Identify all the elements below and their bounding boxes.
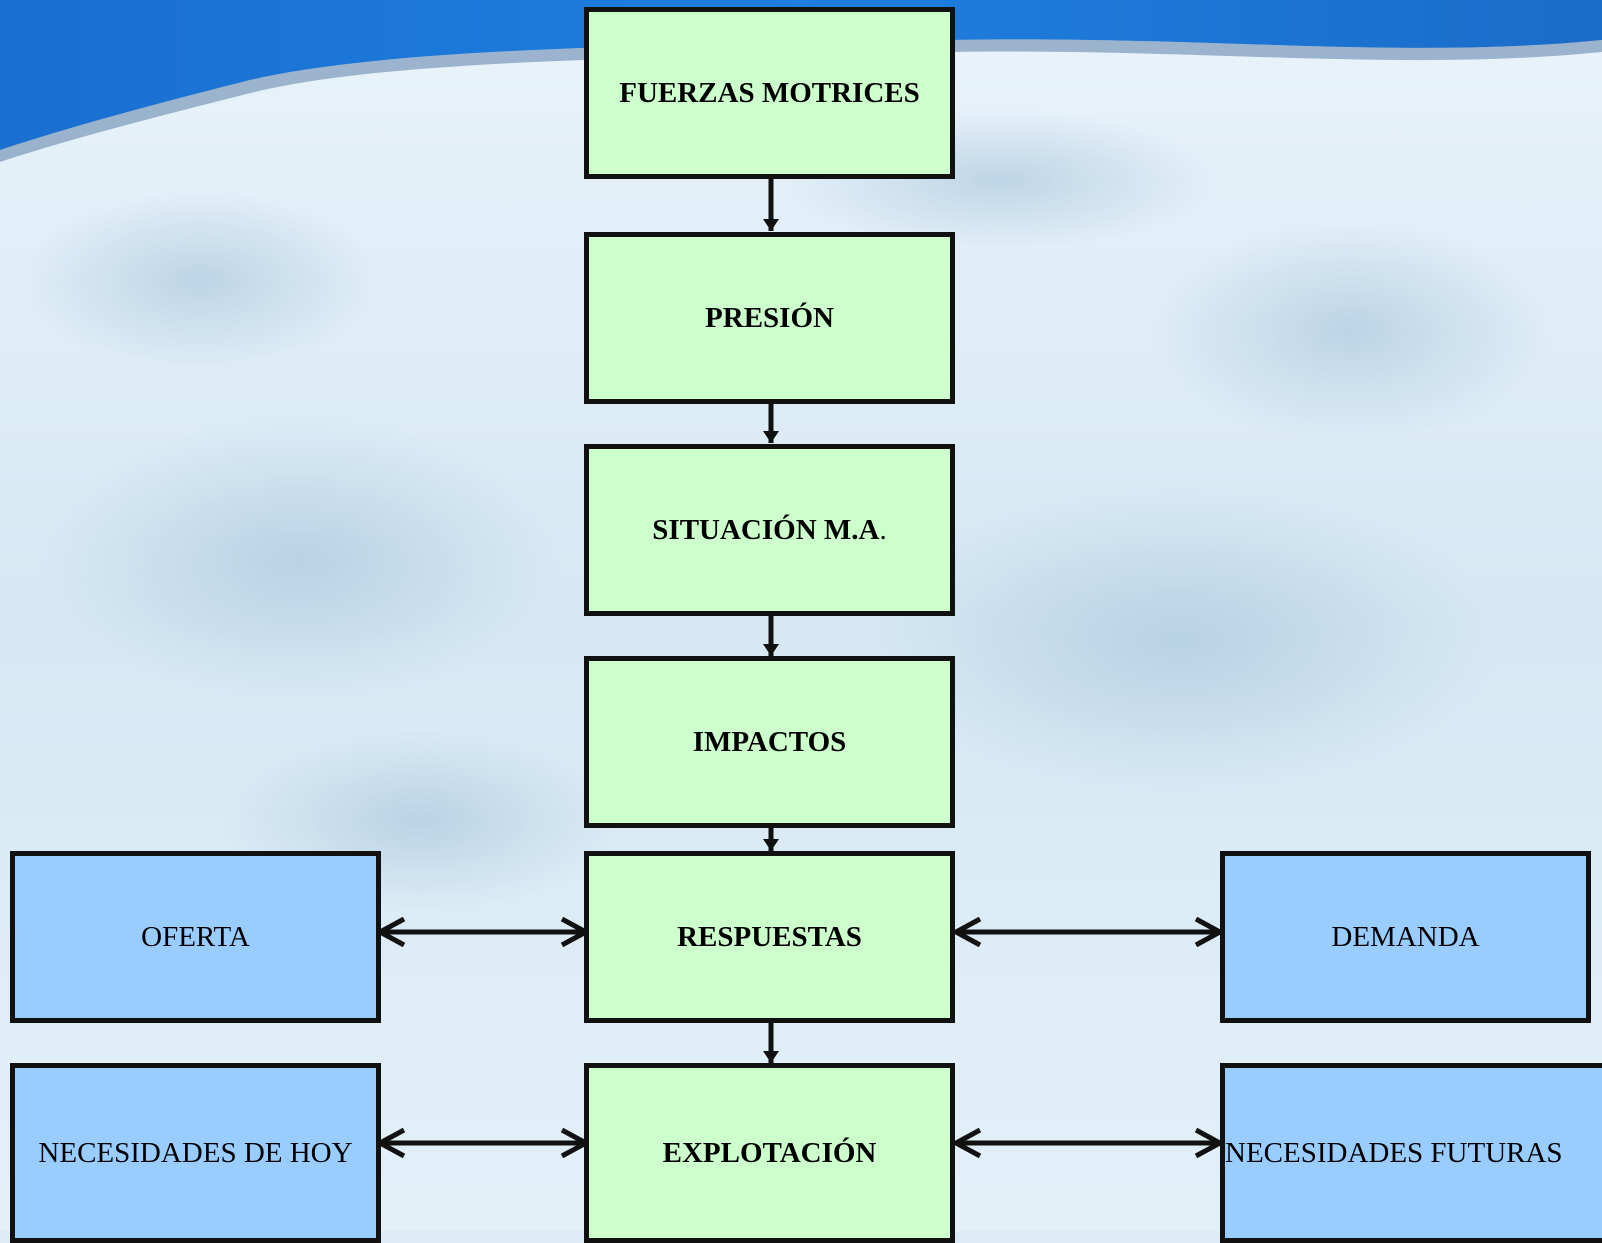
node-respuestas: RESPUESTAS [584, 851, 955, 1023]
node-impactos: IMPACTOS [584, 656, 955, 828]
node-label: NECESIDADES FUTURAS [1225, 1136, 1563, 1169]
node-label: PRESIÓN [705, 301, 834, 334]
node-label: EXPLOTACIÓN [662, 1136, 877, 1169]
node-label: FUERZAS MOTRICES [619, 76, 920, 109]
node-demanda: DEMANDA [1220, 851, 1591, 1023]
node-label: OFERTA [141, 920, 250, 953]
node-fuerzas-motrices: FUERZAS MOTRICES [584, 7, 955, 179]
node-label: DEMANDA [1331, 920, 1480, 953]
node-explotacion: EXPLOTACIÓN [584, 1063, 955, 1243]
node-label: RESPUESTAS [677, 920, 862, 953]
node-label: NECESIDADES DE HOY [38, 1136, 353, 1169]
node-label: SITUACIÓN M.A [652, 513, 880, 546]
node-presion: PRESIÓN [584, 232, 955, 404]
node-necesidades-futuras: NECESIDADES FUTURAS [1220, 1063, 1602, 1243]
node-oferta: OFERTA [10, 851, 381, 1023]
node-label: IMPACTOS [692, 725, 847, 758]
node-situacion: SITUACIÓN M.A. [584, 444, 955, 616]
node-label-suffix: . [879, 513, 887, 546]
node-necesidades-de-hoy: NECESIDADES DE HOY [10, 1063, 381, 1243]
